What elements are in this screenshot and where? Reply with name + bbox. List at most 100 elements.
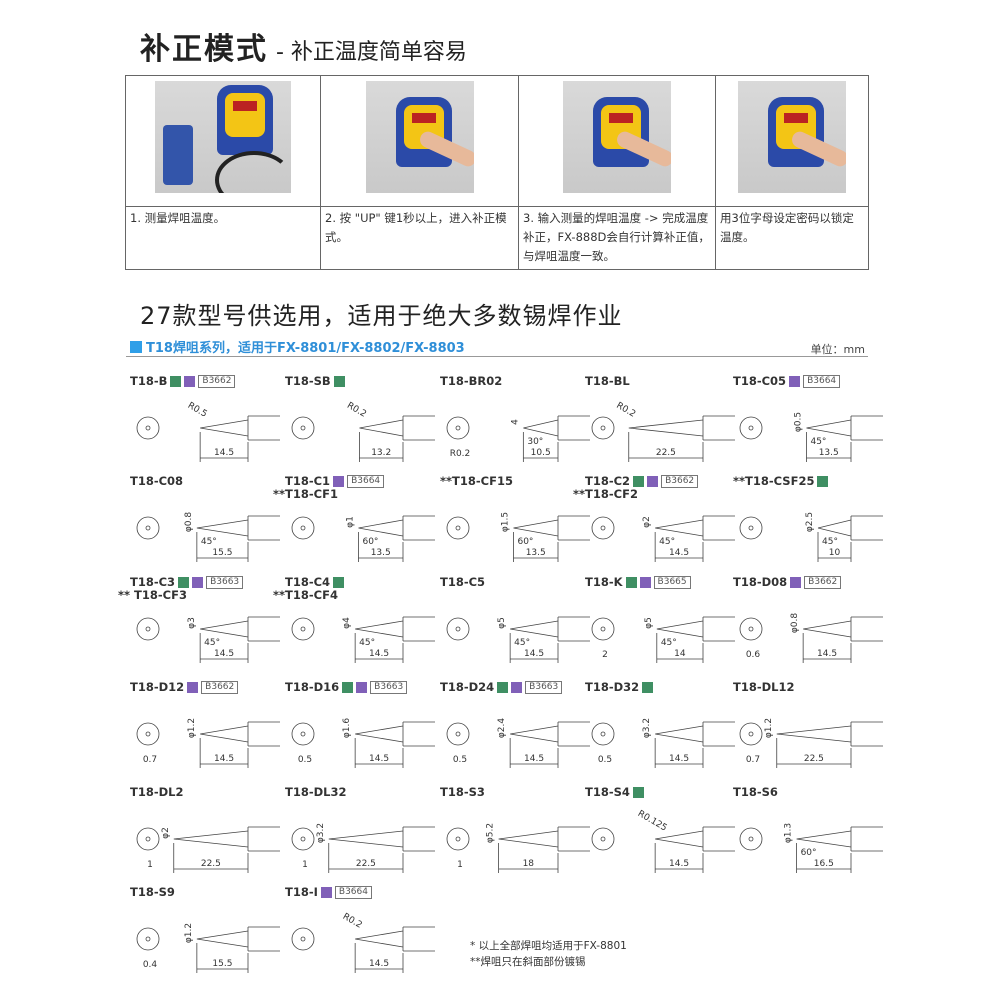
tip-shank: [702, 415, 735, 441]
length-label: 16.5: [814, 859, 834, 869]
tip-name: T18-DL32: [285, 785, 347, 799]
sub-dimension-label: 2: [602, 650, 608, 660]
angle-label: 45°: [514, 638, 530, 648]
dimension-line: [358, 532, 404, 562]
tip-name: T18-C3: [130, 575, 176, 589]
tip-profile: [655, 519, 704, 537]
tip-shank: [702, 515, 735, 541]
tip-model: T18-S4: [585, 785, 735, 799]
dimension-line: [796, 843, 852, 873]
part-code: B3664: [803, 374, 841, 388]
tip-end-view: [739, 722, 763, 746]
step-1-photo: [125, 75, 321, 207]
tip-shank: [247, 616, 280, 642]
dimension-line: [509, 738, 559, 768]
green-marker-icon: [342, 681, 354, 693]
tip-shank: [402, 616, 435, 642]
length-label: 22.5: [656, 448, 676, 458]
angle-label: 45°: [204, 638, 220, 648]
tip-model: T18-S3: [440, 785, 590, 799]
tip-profile: [656, 620, 704, 638]
tip-end-point: [748, 626, 754, 632]
length-label: 14.5: [369, 754, 389, 764]
tip-profile: [523, 419, 559, 437]
tip-name: T18-D08: [733, 575, 788, 589]
tip-profile: [628, 419, 704, 437]
tip-model: T18-S6: [733, 785, 883, 799]
dimension-line: [196, 532, 249, 562]
tip-alt-name: **T18-CF1: [273, 487, 338, 501]
step-4-photo: [715, 75, 869, 207]
radius-label: R0.2: [614, 401, 637, 420]
title-subtitle: - 补正温度简单容易: [276, 40, 467, 65]
length-label: 22.5: [804, 754, 824, 764]
length-label: 14.5: [369, 959, 389, 969]
tip-profile: [776, 725, 852, 743]
length-label: 13.5: [371, 548, 391, 558]
tip-name: T18-D32: [585, 680, 640, 694]
length-label: 14: [674, 649, 686, 659]
tip-drawing: 22.5φ1.20.7: [739, 718, 883, 768]
diameter-label: φ2: [642, 516, 652, 528]
green-marker-icon: [333, 375, 345, 387]
tip-end-view: [136, 927, 160, 951]
tip-end-point: [600, 425, 606, 431]
angle-label: 60°: [801, 848, 817, 858]
tip-end-point: [748, 731, 754, 737]
green-marker-icon: [642, 681, 654, 693]
blue-square-icon: [130, 340, 142, 353]
tip-end-view: [136, 722, 160, 746]
purple-marker-icon: [192, 576, 204, 588]
tip-name: T18-D16: [285, 680, 340, 694]
diameter-label: φ4: [342, 617, 352, 629]
step-3-photo: [518, 75, 716, 207]
length-label: 14.5: [524, 649, 544, 659]
tip-name: T18-C08: [130, 474, 184, 488]
tip-end-point: [455, 626, 461, 632]
tip-end-point: [455, 425, 461, 431]
tip-end-point: [145, 731, 151, 737]
dimension-line: [354, 943, 404, 973]
tip-shank: [557, 721, 590, 747]
tip-model: T18-DL12: [733, 680, 883, 694]
length-label: 14.5: [369, 649, 389, 659]
diameter-label: φ1.2: [764, 718, 774, 738]
part-code: B3662: [804, 575, 842, 589]
tip-item: T18-S6 16.5 φ1.3 60°: [733, 785, 883, 885]
tip-drawing: 14.5φ3.20.5: [591, 718, 735, 768]
angle-label: 30°: [527, 437, 543, 447]
tip-drawing: 16.5 φ1.3 60°: [739, 823, 883, 873]
step-2-photo: [320, 75, 519, 207]
tip-profile: [355, 620, 404, 638]
diameter-label: φ1.2: [187, 718, 197, 738]
length-label: 14.5: [214, 754, 234, 764]
tip-shank: [557, 415, 590, 441]
dimension-line: [196, 943, 249, 973]
dimension-line: [802, 633, 852, 663]
radius-label: R0.125: [636, 809, 669, 834]
tip-drawing: 14.5R0.5: [136, 401, 280, 462]
tip-name: T18-I: [285, 885, 318, 899]
length-label: 14.5: [669, 548, 689, 558]
length-label: 13.5: [526, 548, 546, 558]
tip-name: T18-BR02: [440, 374, 503, 388]
diameter-label: φ1.3: [784, 823, 794, 843]
tip-end-view: [446, 617, 470, 641]
dimension-line: [513, 532, 559, 562]
diameter-label: φ1: [345, 516, 355, 528]
dimension-line: [776, 738, 852, 768]
angle-label: 45°: [659, 537, 675, 547]
